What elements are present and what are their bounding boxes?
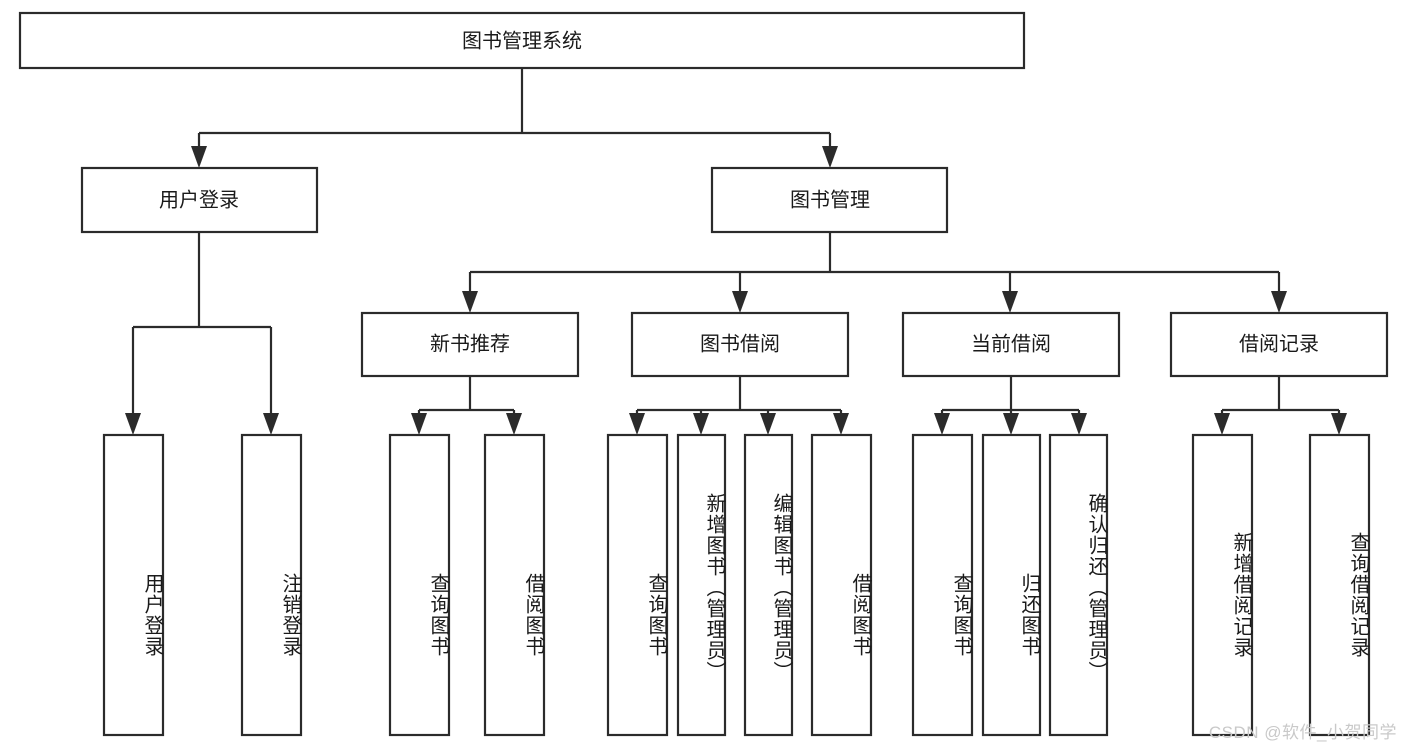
connector-book-borrow-to-leaves — [629, 376, 849, 435]
leaf-box-book-borrow-3[interactable] — [810, 433, 873, 737]
arrow-head-icon — [822, 146, 838, 168]
leaf-box-book-borrow-1[interactable] — [676, 433, 727, 737]
arrow-head-icon — [1002, 291, 1018, 313]
arrow-head-icon — [506, 413, 522, 435]
leaf-box-book-borrow-0[interactable] — [606, 433, 669, 737]
leaf-box-user-login-1[interactable] — [240, 433, 303, 737]
node-borrow-record-label: 借阅记录 — [1239, 332, 1319, 355]
arrow-head-icon — [411, 413, 427, 435]
arrow-head-icon — [1331, 413, 1347, 435]
arrow-head-icon — [125, 413, 141, 435]
connector-current-borrow-to-leaves — [934, 376, 1087, 435]
node-book-management-label: 图书管理 — [790, 188, 870, 211]
leaf-box-current-borrow-1[interactable] — [981, 433, 1042, 737]
connector-borrow-record-to-leaves — [1214, 376, 1347, 435]
arrow-head-icon — [629, 413, 645, 435]
leaf-box-user-login-0[interactable] — [102, 433, 165, 737]
node-new-book-recommend[interactable]: 新书推荐 — [360, 311, 580, 378]
leaf-box-new-book-1[interactable] — [483, 433, 546, 737]
leaf-box-borrow-record-0[interactable] — [1191, 433, 1254, 737]
node-book-borrow[interactable]: 图书借阅 — [630, 311, 850, 378]
arrow-head-icon — [693, 413, 709, 435]
arrow-head-icon — [732, 291, 748, 313]
node-current-borrow[interactable]: 当前借阅 — [901, 311, 1121, 378]
node-user-login[interactable]: 用户登录 — [80, 166, 319, 234]
connector-root-to-level1 — [191, 68, 838, 168]
node-root-box[interactable] — [18, 11, 1026, 70]
arrow-head-icon — [263, 413, 279, 435]
arrow-head-icon — [1003, 413, 1019, 435]
connector-new-book-recommend-to-leaves — [411, 376, 522, 435]
arrow-head-icon — [1071, 413, 1087, 435]
node-book-management[interactable]: 图书管理 — [710, 166, 949, 234]
connector-book-management-to-level2 — [462, 232, 1287, 313]
arrow-head-icon — [462, 291, 478, 313]
arrow-head-icon — [833, 413, 849, 435]
arrow-head-icon — [934, 413, 950, 435]
node-new-book-recommend-label: 新书推荐 — [430, 332, 510, 355]
node-book-borrow-label: 图书借阅 — [700, 332, 780, 355]
node-current-borrow-box[interactable] — [901, 311, 1121, 378]
connector-user-login-to-leaves — [125, 232, 279, 435]
arrow-head-icon — [1214, 413, 1230, 435]
leaf-box-borrow-record-1[interactable] — [1308, 433, 1371, 737]
node-user-login-box[interactable] — [80, 166, 319, 234]
node-root[interactable]: 图书管理系统 — [18, 11, 1026, 70]
arrow-head-icon — [1271, 291, 1287, 313]
node-new-book-recommend-box[interactable] — [360, 311, 580, 378]
leaf-box-current-borrow-2[interactable] — [1048, 433, 1109, 737]
node-user-login-label: 用户登录 — [159, 188, 239, 211]
node-root-label: 图书管理系统 — [462, 29, 582, 52]
arrow-head-icon — [191, 146, 207, 168]
arrow-head-icon — [760, 413, 776, 435]
node-borrow-record[interactable]: 借阅记录 — [1169, 311, 1389, 378]
leaf-box-current-borrow-0[interactable] — [911, 433, 974, 737]
csdn-watermark: CSDN @软件_小贺同学 — [1208, 723, 1397, 742]
leaf-box-book-borrow-2[interactable] — [743, 433, 794, 737]
node-book-management-box[interactable] — [710, 166, 949, 234]
leaf-box-new-book-0[interactable] — [388, 433, 451, 737]
node-current-borrow-label: 当前借阅 — [971, 332, 1051, 355]
